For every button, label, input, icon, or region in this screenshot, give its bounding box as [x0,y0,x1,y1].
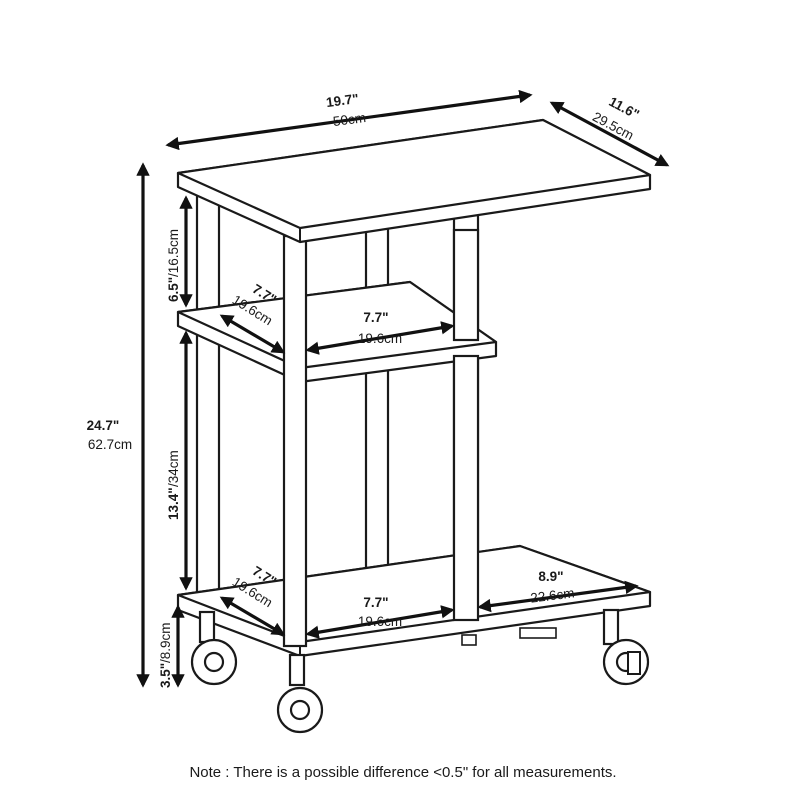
top-width-cm: 50cm [332,110,367,129]
mid-gap-cm: /34cm [166,450,181,487]
low-shelf-side-arrow [477,580,639,613]
low-shelf-width-inches: 7.7" [363,595,388,610]
front-post [282,234,308,648]
mid-shelf-width-arrow [305,321,455,355]
bottom-shelf [176,544,652,658]
total-height-inches: 24.7" [87,418,120,433]
low-shelf-width-arrow [305,605,455,639]
top-gap-inches: 6.5" [166,277,181,302]
top-width-arrow [165,89,533,151]
right-post-upper [452,228,480,342]
base-height-cm: /8.9cm [158,622,173,663]
left-post [195,188,221,602]
base-height-label: 3.5" /8.9cm [158,622,173,688]
mid-shelf-depth-arrow [219,314,286,354]
mid-gap-inches: 13.4" [166,487,181,520]
low-shelf-depth-arrow [219,596,286,636]
low-shelf-width-cm: 19.6cm [358,614,402,629]
base-height-inches: 3.5" [158,663,173,688]
caster-stem [198,610,216,644]
top-gap-cm: /16.5cm [166,229,181,277]
top-depth-arrow [549,101,670,167]
right-post-lower [452,354,480,622]
dimension-arrows [136,89,670,688]
top-width-inches: 19.7" [325,91,359,110]
table-top [176,118,652,244]
caster-wheels [190,608,650,734]
mid-shelf-width-cm: 19.6cm [358,331,402,346]
measurement-note: Note : There is a possible difference <0… [189,764,616,781]
middle-shelf [176,280,498,384]
top-gap-label: 6.5" /16.5cm [166,229,181,302]
mid-gap-label: 13.4" /34cm [166,450,181,520]
back-center-post [364,220,390,579]
total-height-cm: 62.7cm [88,437,132,452]
side-table-illustration [176,118,652,734]
caster-stem [602,608,620,646]
low-shelf-side-inches: 8.9" [538,569,563,584]
low-shelf-side-cm: 22.6cm [530,585,576,605]
caster-brake [627,651,641,675]
mid-shelf-width-inches: 7.7" [363,310,388,325]
caster-stem [288,653,306,687]
